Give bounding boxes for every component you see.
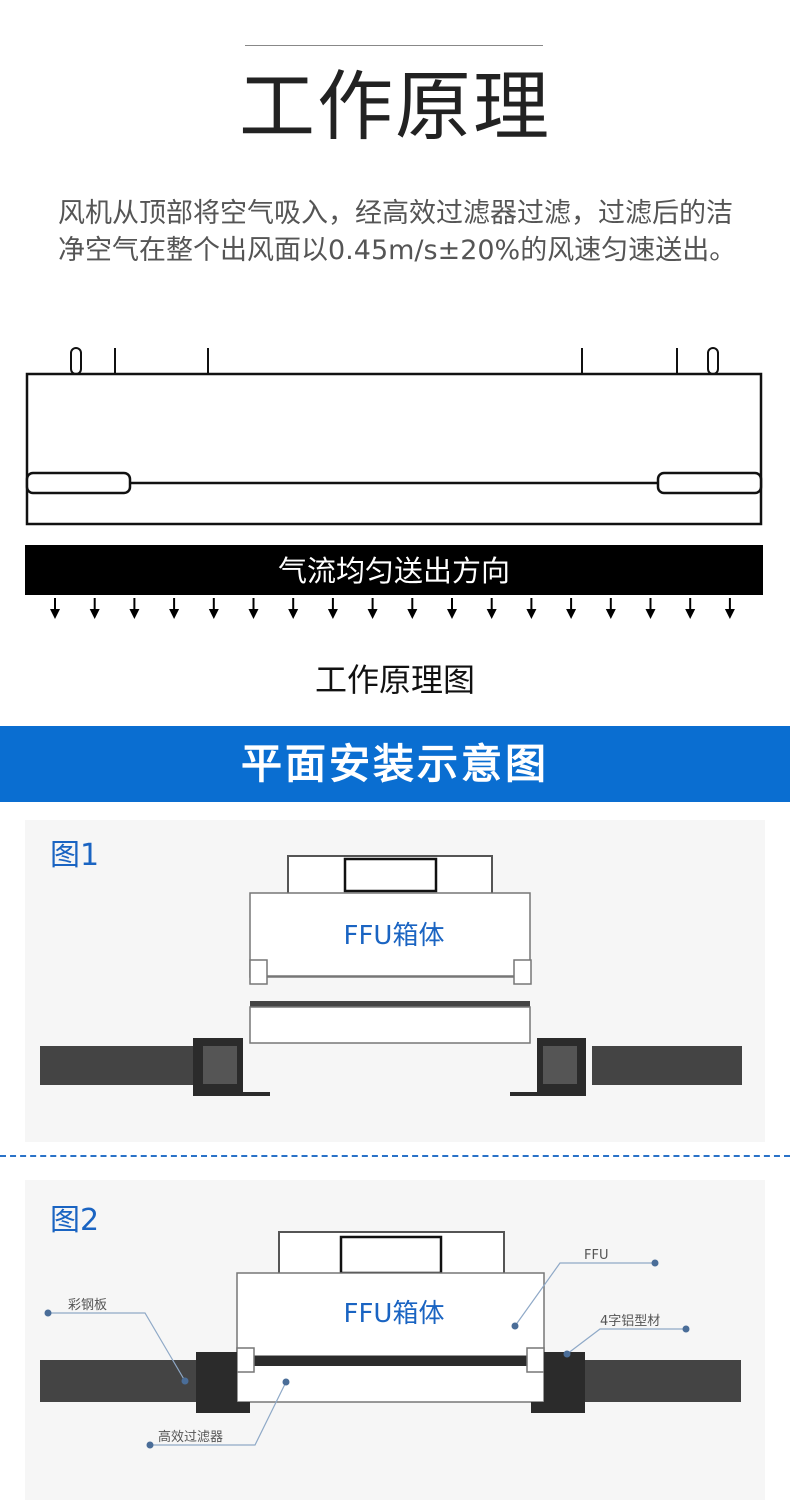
annotation-filter: 高效过滤器 [158, 1429, 223, 1445]
principle-caption: 工作原理图 [314, 661, 475, 699]
figure1-steel-right [592, 1046, 742, 1085]
airflow-arrow-head [447, 609, 457, 619]
airflow-arrow-head [407, 609, 418, 619]
figure1-steel-left [40, 1046, 195, 1085]
airflow-arrow-head [526, 609, 537, 619]
airflow-arrow-head [566, 609, 577, 619]
handle-right [707, 347, 719, 375]
airflow-arrow-head [327, 609, 338, 619]
airflow-arrow-head [208, 609, 219, 619]
airflow-arrow-head [50, 609, 60, 619]
figure2-diagram: FFU箱体 FFU 彩钢板 4字铝型材 高效过滤器 [40, 1231, 741, 1449]
airflow-arrow-head [129, 609, 140, 619]
section-banner [0, 726, 790, 802]
page-title: 工作原理 [239, 62, 551, 151]
figure1-ffu-box [249, 892, 531, 978]
figure1-box-label: FFU箱体 [344, 921, 445, 951]
figure2-label: 图2 [50, 1203, 100, 1238]
annotation-profile: 4字铝型材 [600, 1314, 660, 1329]
principle-description: 风机从顶部将空气吸入，经高效过滤器过滤，过滤后的洁净空气在整个出风面以0.45m… [58, 198, 737, 266]
section-divider [0, 1155, 790, 1157]
figure1-filter [249, 1006, 531, 1044]
airflow-direction-label: 气流均匀送出方向 [278, 554, 510, 588]
airflow-arrow-head [685, 609, 696, 619]
figure2-steel-left [40, 1360, 198, 1402]
airflow-arrows [50, 598, 735, 619]
figure1-label: 图1 [50, 838, 100, 873]
handle-left [70, 347, 82, 375]
airflow-arrow-head [605, 609, 616, 619]
ffu-body-outline [25, 372, 763, 526]
airflow-band [25, 545, 763, 595]
principle-diagram: 气流均匀送出方向 [25, 347, 763, 619]
figure2-steel-right [583, 1360, 741, 1402]
side-bracket-left [25, 471, 132, 495]
top-divider-line [245, 45, 543, 46]
figure2-box-label: FFU箱体 [344, 1299, 445, 1329]
airflow-arrow-head [248, 609, 259, 619]
annotation-ffu: FFU [584, 1248, 608, 1263]
airflow-arrow-head [169, 609, 180, 619]
airflow-arrow-head [89, 609, 100, 619]
annotation-steel-plate: 彩钢板 [68, 1298, 107, 1313]
airflow-arrow-head [288, 609, 299, 619]
figure1-diagram: FFU箱体 [40, 855, 742, 1096]
airflow-arrow-head [367, 609, 378, 619]
section-banner-title: 平面安装示意图 [241, 740, 549, 788]
airflow-arrow-head [645, 609, 656, 619]
airflow-arrow-head [724, 609, 735, 619]
airflow-arrow-head [486, 609, 497, 619]
side-bracket-right [656, 471, 763, 495]
